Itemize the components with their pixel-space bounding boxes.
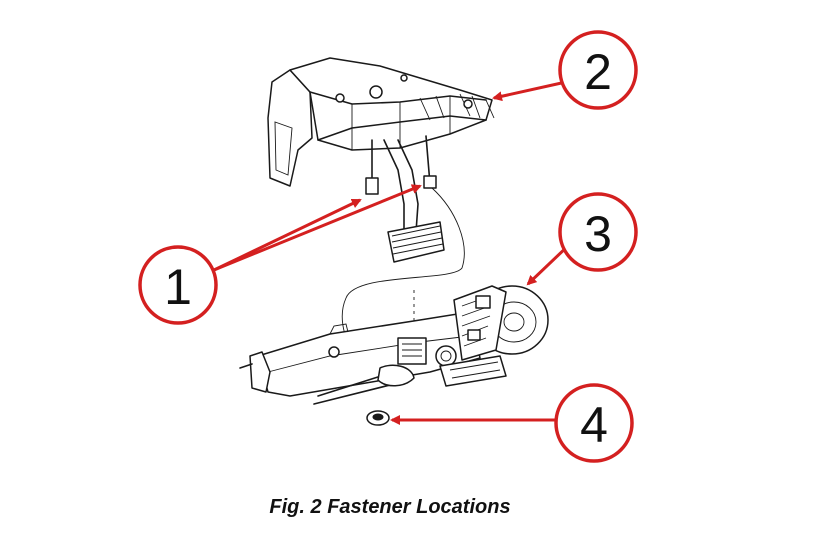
callout-3: 3 (558, 192, 638, 272)
push-nut (366, 410, 390, 426)
brake-pedal (383, 139, 445, 263)
callout-4: 4 (554, 383, 634, 463)
arrow-1a (213, 198, 362, 272)
callout-2: 2 (558, 30, 638, 110)
arrow-2 (492, 80, 567, 102)
steering-column (239, 285, 549, 405)
callout-1: 1 (138, 245, 218, 325)
callout-2-label: 2 (584, 44, 612, 100)
arrow-1b (213, 184, 422, 272)
callout-1-label: 1 (164, 259, 192, 315)
figure-caption: Fig. 2 Fastener Locations (269, 496, 511, 518)
callout-3-label: 3 (584, 206, 612, 262)
bracket-studs (365, 135, 437, 195)
pedal-bracket (267, 57, 495, 187)
callout-4-label: 4 (580, 397, 608, 453)
connecting-cable (341, 187, 465, 353)
